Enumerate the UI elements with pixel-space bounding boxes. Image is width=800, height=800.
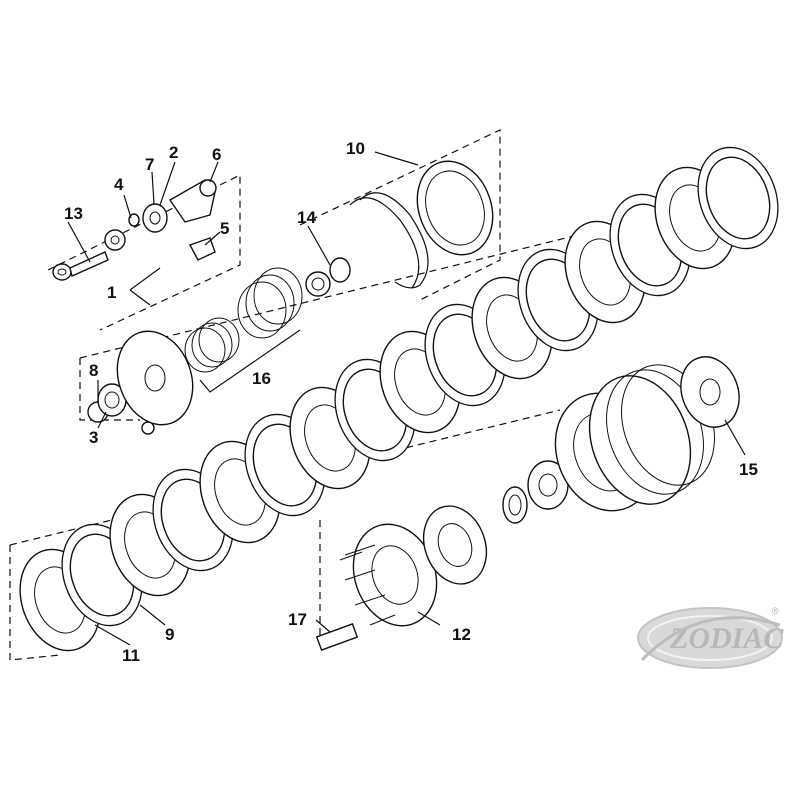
callout-7: 7 [145,155,154,174]
callout-6: 6 [212,145,221,164]
callout-labels: 1 2 3 4 5 6 7 8 9 10 11 12 13 14 15 16 1… [64,139,758,665]
callout-13: 13 [64,204,83,223]
callout-14: 14 [297,208,316,227]
callout-9: 9 [165,625,174,644]
clutch-plate-stack [19,146,779,652]
callout-11: 11 [122,646,140,665]
callout-12: 12 [452,625,471,644]
logo-registered-mark: ® [772,606,779,616]
logo-text: ZODIAC [669,622,784,655]
callout-2: 2 [169,143,178,162]
callout-4: 4 [114,175,124,194]
snap-ring-and-plate [349,160,494,289]
leader-lines [67,151,746,646]
clutch-basket-hub [315,356,740,651]
callout-1: 1 [107,283,116,302]
callout-3: 3 [89,428,98,447]
callout-15: 15 [739,460,758,479]
zodiac-logo: ZODIAC ® [637,606,784,669]
callout-10: 10 [346,139,365,158]
callout-17: 17 [288,610,307,629]
callout-8: 8 [89,361,98,380]
adjuster-hardware [52,179,217,281]
callout-5: 5 [220,219,229,238]
callout-16: 16 [252,369,271,388]
